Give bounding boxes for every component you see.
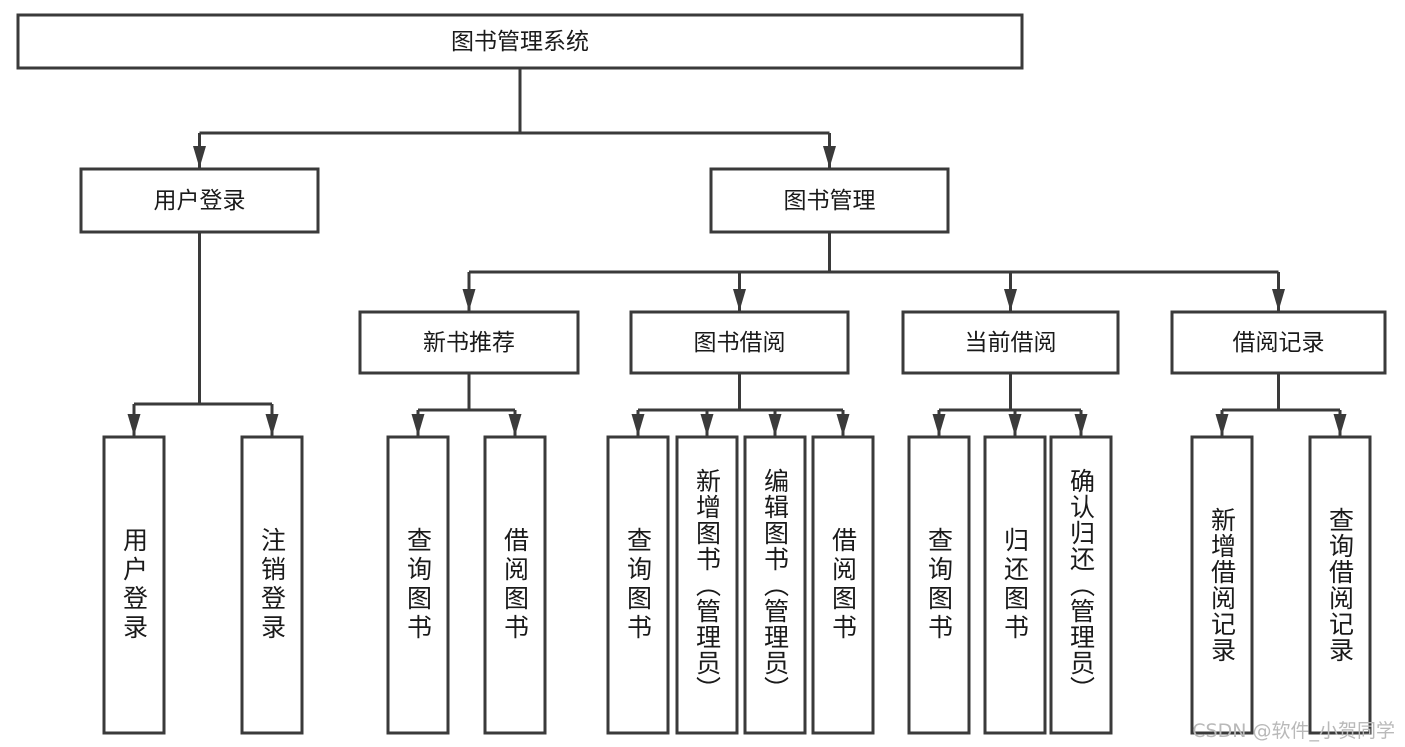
arrow-head: [265, 414, 279, 436]
arrow-head: [733, 289, 746, 311]
arrow-head: [127, 414, 141, 436]
node-box-leaf-query-book-1[interactable]: [386, 435, 450, 735]
node-box-leaf-query-book-3[interactable]: [907, 435, 971, 735]
node-label-current-borrow: 当前借阅: [965, 330, 1057, 356]
arrow-head: [932, 414, 946, 436]
arrow-head: [411, 414, 425, 436]
node-label-new-book-rec: 新书推荐: [423, 330, 515, 356]
arrow-head: [1074, 414, 1088, 436]
arrow-head: [508, 414, 522, 436]
arrow-head: [631, 414, 645, 436]
node-box-leaf-user-login[interactable]: [102, 435, 166, 735]
node-box-current-borrow[interactable]: [901, 310, 1120, 375]
arrow-head: [768, 414, 782, 436]
node-box-leaf-add-book[interactable]: [675, 435, 739, 735]
arrow-head: [700, 414, 714, 436]
arrow-head: [1272, 289, 1285, 311]
node-box-leaf-logout[interactable]: [240, 435, 304, 735]
arrow-head: [1333, 414, 1347, 436]
arrow-head: [823, 146, 836, 168]
arrow-head: [1215, 414, 1229, 436]
node-box-leaf-query-record[interactable]: [1308, 435, 1372, 735]
node-label-book-borrow: 图书借阅: [694, 330, 786, 356]
node-label-user-login: 用户登录: [154, 188, 246, 214]
node-box-borrow-record[interactable]: [1170, 310, 1387, 375]
node-box-leaf-edit-book[interactable]: [743, 435, 807, 735]
node-box-leaf-borrow-book-1[interactable]: [483, 435, 547, 735]
node-box-leaf-query-book-2[interactable]: [606, 435, 670, 735]
node-box-leaf-confirm-return[interactable]: [1049, 435, 1113, 735]
node-box-user-login[interactable]: [79, 167, 320, 234]
node-label-borrow-record: 借阅记录: [1233, 330, 1325, 356]
boxes-layer: [16, 13, 1387, 735]
arrow-head: [193, 146, 206, 168]
node-box-leaf-add-record[interactable]: [1190, 435, 1254, 735]
node-box-root[interactable]: [16, 13, 1024, 70]
arrow-head: [462, 289, 476, 311]
node-box-book-manage[interactable]: [709, 167, 950, 234]
node-box-book-borrow[interactable]: [629, 310, 850, 375]
node-box-leaf-borrow-book-2[interactable]: [811, 435, 875, 735]
arrow-head: [836, 414, 850, 436]
watermark-text: CSDN @软件_小贺同学: [1192, 720, 1395, 742]
node-box-new-book-rec[interactable]: [358, 310, 580, 375]
arrow-head: [1008, 414, 1022, 436]
node-label-root: 图书管理系统: [451, 29, 589, 55]
node-label-book-manage: 图书管理: [784, 188, 876, 214]
connectors-layer: [127, 68, 1347, 436]
arrow-head: [1004, 289, 1017, 311]
node-box-leaf-return-book[interactable]: [983, 435, 1047, 735]
